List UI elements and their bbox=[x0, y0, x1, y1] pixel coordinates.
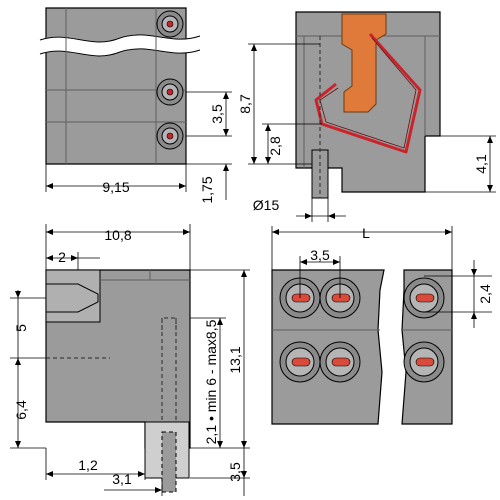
dim-side-pin-diameter: Ø15 bbox=[253, 197, 280, 213]
dim-bottom-right-offset: 2,4 bbox=[477, 284, 493, 304]
dim-side-height: 8,7 bbox=[237, 94, 253, 114]
dim-front-offset: 2 bbox=[58, 249, 66, 265]
top-view: 9,15 3,5 1,75 bbox=[39, 7, 232, 204]
dim-front-pin-offset: 3,1 bbox=[112, 471, 132, 487]
top-view-contact-3 bbox=[156, 122, 184, 150]
bottom-view-contact-5 bbox=[403, 277, 445, 319]
front-view-pin bbox=[161, 431, 177, 493]
top-view-contact-2 bbox=[156, 78, 184, 106]
side-view: 8,7 2,8 Ø15 4,1 bbox=[237, 11, 496, 222]
bottom-view-contact-3 bbox=[279, 341, 321, 383]
bottom-view-contact-4 bbox=[319, 341, 361, 383]
front-view: 10,8 2 5 6,4 13,1 2,1 • min 6 - max8,5 bbox=[10, 224, 250, 496]
dim-top-width: 9,15 bbox=[102, 179, 129, 195]
dim-side-pin-offset: 2,8 bbox=[267, 136, 283, 156]
dim-front-pin-range: 2,1 • min 6 - max8,5 bbox=[203, 319, 219, 444]
dim-side-right-height: 4,1 bbox=[473, 154, 489, 174]
bottom-view-contact-6 bbox=[403, 341, 445, 383]
bottom-view: L 3,5 2,4 bbox=[271, 225, 493, 425]
dim-front-lower: 6,4 bbox=[13, 400, 29, 420]
dim-front-width: 10,8 bbox=[104, 227, 131, 243]
dim-front-height: 13,1 bbox=[227, 346, 243, 373]
dim-front-bottom-left: 1,2 bbox=[78, 457, 98, 473]
top-view-contact-1 bbox=[156, 10, 184, 38]
dim-bottom-length: L bbox=[362, 225, 370, 241]
side-view-spring bbox=[314, 33, 422, 154]
dim-front-upper: 5 bbox=[13, 324, 29, 332]
dim-bottom-pitch: 3,5 bbox=[310, 247, 330, 263]
dim-top-pitch: 3,5 bbox=[209, 104, 225, 124]
dim-front-bottom-right: 3,5 bbox=[227, 462, 243, 482]
dim-top-bottom-offset: 1,75 bbox=[199, 176, 215, 203]
